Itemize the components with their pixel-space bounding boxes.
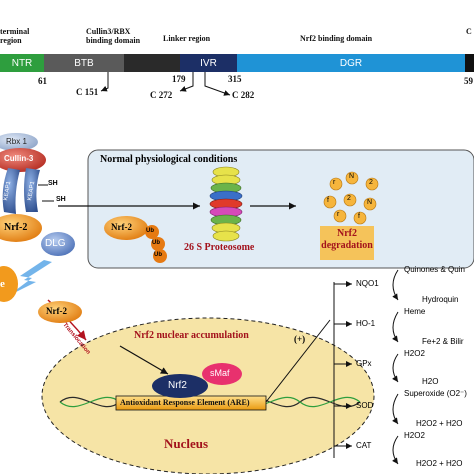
gene-nqo1-product: Hydroquin	[422, 295, 459, 304]
accumulation-label: Nrf2 nuclear accumulation	[134, 330, 249, 341]
ntr-label: NTR	[11, 57, 33, 69]
ivr-segment	[180, 54, 237, 72]
stress-burst-icon	[0, 266, 18, 302]
ub-3	[153, 249, 167, 263]
gene-nqo1-substrate: Quinones & Quin	[404, 265, 465, 274]
cullin3-protein	[0, 148, 46, 172]
degradation-label: Nrf2 degradation	[321, 228, 373, 251]
ub-2	[151, 237, 165, 251]
normal-conditions-box	[87, 149, 474, 269]
dgr-segment	[237, 54, 465, 72]
cysteine-pointers	[100, 72, 231, 96]
are-label: Antioxidant Response Element (ARE)	[120, 398, 250, 407]
peptide-fragments	[323, 171, 379, 225]
cysteine-151: C 151	[76, 87, 99, 97]
stress-label: e	[0, 278, 5, 290]
nrf2-translocating-label: Nrf-2	[46, 306, 67, 316]
nrf2-nuclear	[152, 374, 208, 398]
fragment-8: f	[358, 213, 360, 220]
nucleus-label: Nucleus	[164, 436, 209, 451]
sh-label-2: SH	[56, 196, 66, 203]
linker-segment	[124, 54, 180, 72]
position-end: 59	[464, 76, 473, 86]
activation-line	[265, 319, 331, 403]
position-315: 315	[228, 74, 242, 84]
gene-cat: CAT	[356, 441, 372, 450]
accumulation-arrow	[119, 345, 169, 375]
nrf2-nuclear-label: Nrf2	[168, 380, 187, 391]
rbx1-protein	[0, 133, 38, 151]
proteasome-icon	[209, 166, 243, 242]
keap1-dimer	[2, 168, 40, 214]
nrf2-complex-label: Nrf-2	[4, 222, 28, 233]
cysteine-282: C 282	[232, 90, 255, 100]
degradation-box	[320, 226, 374, 260]
gene-gpx-product: H2O	[422, 377, 439, 386]
rbx1-label: Rbx 1	[6, 137, 27, 146]
gene-cat-product: H2O2 + H2O	[416, 459, 463, 468]
dgr-label: DGR	[339, 57, 363, 69]
activation-plus: (+)	[294, 334, 306, 344]
smaf-protein	[202, 363, 242, 385]
gene-ho1-product: Fe+2 & Bilir	[422, 337, 464, 346]
reaction-curves	[392, 269, 399, 465]
ub-1	[145, 225, 159, 239]
btb-header: Cullin3/RBX binding domain	[86, 27, 141, 45]
position-179: 179	[172, 74, 186, 84]
ivr-label: IVR	[200, 57, 217, 69]
ctr-segment	[465, 54, 474, 72]
gene-sod: SOD	[356, 401, 374, 410]
linker-header: Linker region	[163, 34, 211, 43]
gene-ho1-substrate: Heme	[404, 307, 426, 316]
gene-ho1: HO-1	[356, 319, 376, 328]
btb-segment	[44, 54, 124, 72]
fragment-1: r	[333, 179, 336, 186]
nrf2-complex	[0, 214, 42, 242]
gene-bracket	[333, 281, 352, 458]
position-61: 61	[38, 76, 47, 86]
cullin3-label: Cullin-3	[4, 154, 34, 163]
gene-sod-substrate: Superoxide (O2⁻)	[404, 389, 467, 398]
gene-cat-substrate: H2O2	[404, 431, 425, 440]
proteasome-label: 26 S Proteosome	[184, 242, 255, 253]
gene-sod-product: H2O2 + H2O	[416, 419, 463, 428]
gene-gpx-substrate: H2O2	[404, 349, 425, 358]
fragment-2: N	[349, 173, 355, 180]
nrf2-translocating	[38, 301, 82, 323]
ub-1-label: Ub	[146, 228, 154, 234]
ntr-header: terminal region	[0, 27, 30, 45]
smaf-label: sMaf	[210, 368, 230, 378]
ctr-header: C	[466, 27, 472, 36]
btb-label: BTB	[74, 57, 94, 69]
dlg-motif	[41, 232, 75, 256]
dgr-header: Nrf2 binding domain	[300, 34, 373, 43]
gene-gpx: GPx	[356, 359, 372, 368]
dlg-label: DLG	[45, 238, 66, 249]
nrf2-ubiquitinated	[104, 216, 148, 240]
normal-conditions-title: Normal physiological conditions	[100, 154, 238, 165]
fragment-6: N	[367, 199, 373, 206]
fragment-5: 2	[347, 195, 351, 202]
cysteine-272: C 272	[150, 90, 173, 100]
fragment-4: f	[327, 197, 329, 204]
stress-lightning-icon	[8, 260, 52, 296]
ub-3-label: Ub	[154, 252, 162, 258]
ub-2-label: Ub	[152, 240, 160, 246]
fragment-7: r	[337, 211, 340, 218]
ntr-segment	[0, 54, 44, 72]
gene-nqo1: NQO1	[356, 279, 379, 288]
sh-label-1: SH	[48, 180, 58, 187]
fragment-3: 2	[369, 179, 373, 186]
nrf2-ub-label: Nrf-2	[111, 222, 132, 232]
